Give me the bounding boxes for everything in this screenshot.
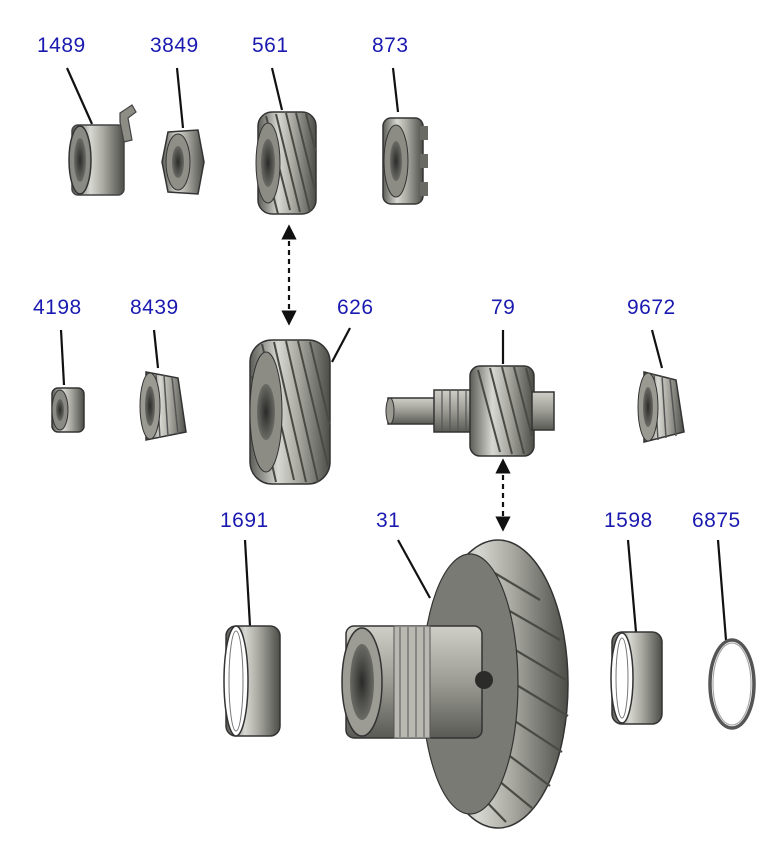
pinion-shaft-icon [385, 365, 555, 457]
part-label-8439: 8439 [130, 296, 179, 319]
leader-3849 [175, 67, 185, 129]
leader-561 [270, 67, 284, 111]
castellated-nut-gear-icon [382, 117, 428, 205]
small-hex-nut-icon [51, 387, 85, 433]
bearing-race-1598-icon [610, 631, 663, 725]
part-label-873: 873 [372, 34, 409, 57]
part-label-4198: 4198 [33, 296, 82, 319]
tapered-roller-bearing-8439-icon [139, 371, 187, 441]
leader-9672 [650, 329, 664, 369]
part-label-79: 79 [491, 296, 516, 319]
leader-873 [391, 67, 400, 113]
tapered-roller-bearing-9672-icon [637, 371, 685, 443]
part-label-1489: 1489 [37, 34, 86, 57]
leader-4198 [59, 329, 66, 386]
hex-nut-icon [161, 129, 205, 195]
part-label-561: 561 [252, 34, 289, 57]
part-label-626: 626 [337, 296, 374, 319]
bearing-race-1691-icon [223, 625, 281, 737]
helical-gear-icon [255, 111, 317, 215]
part-label-9672: 9672 [627, 296, 676, 319]
leader-lines [59, 67, 728, 641]
leader-1489 [65, 67, 94, 125]
needle-bearing-with-key-icon [68, 104, 137, 196]
leader-626 [331, 327, 351, 363]
part-label-3849: 3849 [150, 34, 199, 57]
part-label-31: 31 [376, 509, 401, 532]
part-label-6875: 6875 [692, 509, 741, 532]
part-label-1598: 1598 [604, 509, 653, 532]
part-label-1691: 1691 [220, 509, 269, 532]
leader-1598 [626, 539, 638, 633]
leader-8439 [152, 329, 160, 369]
differential-ring-gear-icon [341, 539, 569, 829]
leader-6875 [716, 539, 728, 641]
leader-1691 [243, 539, 252, 627]
large-helical-gear-icon [249, 339, 331, 485]
leader-31 [397, 539, 431, 599]
snap-ring-icon [708, 638, 756, 730]
